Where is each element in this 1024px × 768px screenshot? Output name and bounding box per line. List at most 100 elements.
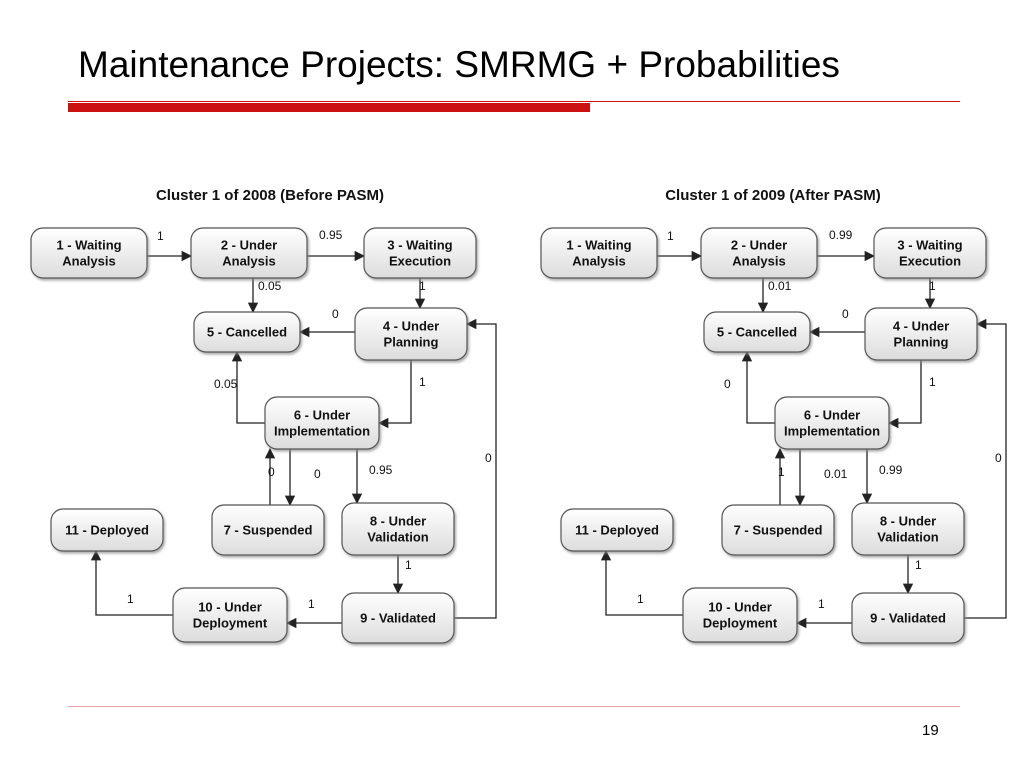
transition-probability-label: 1 [778,465,785,479]
transition-probability-label: 0.05 [214,377,238,391]
transition-arrow-n4-to-n6 [887,360,922,429]
transition-probability-label: 0.95 [369,463,393,477]
transition-probability-label: 1 [419,375,426,389]
state-node-11: 11 - Deployed [560,508,674,552]
transition-probability-label: 1 [405,558,412,572]
state-label: 9 - Validated [870,611,946,626]
state-label: 8 - Under [880,514,936,529]
transition-probability-label: 0.99 [879,463,903,477]
state-label: 2 - Under [731,238,787,253]
transition-probability-label: 0 [485,451,492,465]
state-label: Deployment [193,616,268,631]
title-underline-accent [68,103,590,112]
state-box [341,502,455,556]
state-node-7: 7 - Suspended [211,504,325,556]
transition-probability-label: 0 [724,377,731,391]
state-label: 2 - Under [221,238,277,253]
state-box [774,396,890,450]
state-label: 9 - Validated [360,611,436,626]
state-label: 11 - Deployed [65,523,149,538]
state-label: 5 - Cancelled [207,325,287,340]
transition-probability-label: 1 [308,597,315,611]
state-box [363,227,477,279]
state-box [682,587,798,643]
transition-probability-label: 0 [332,307,339,321]
footer-rule [68,706,960,707]
state-box [50,508,164,552]
state-label: 11 - Deployed [575,523,659,538]
transition-probability-label: 0 [995,451,1002,465]
state-label: 10 - Under [198,600,262,615]
state-node-5: 5 - Cancelled [703,311,811,353]
state-label: Validation [367,530,428,545]
transition-arrow-n10-to-n11 [600,549,683,616]
transition-probability-label: 0.95 [319,228,343,242]
state-label: 7 - Suspended [734,523,823,538]
slide-title: Maintenance Projects: SMRMG + Probabilit… [78,44,840,85]
state-node-9: 9 - Validated [851,592,965,644]
state-label: Execution [899,254,961,269]
state-label: Analysis [732,254,785,269]
transition-probability-label: 1 [667,229,674,243]
state-label: Implementation [784,424,880,439]
transition-probability-label: 0.05 [258,279,282,293]
transition-arrow-n4-to-n6 [377,360,412,429]
transition-probability-label: 1 [929,375,936,389]
state-box [703,311,811,353]
transition-arrow-n6-to-n5 [741,350,775,424]
state-label: 6 - Under [804,408,860,423]
state-node-11: 11 - Deployed [50,508,164,552]
transition-probability-label: 1 [915,558,922,572]
state-box [864,307,978,361]
diagram-1: Cluster 1 of 2008 (Before PASM) 1 0.95 0.05… [30,187,497,644]
state-label: 1 - Waiting [56,238,121,253]
transition-probability-label: 1 [637,592,644,606]
state-box [172,587,288,643]
transition-probability-label: 1 [127,592,134,606]
state-box [190,227,308,279]
state-label: 6 - Under [294,408,350,423]
state-box [851,592,965,644]
state-label: Execution [389,254,451,269]
state-node-9: 9 - Validated [341,592,455,644]
transition-probability-label: 1 [419,279,426,293]
transition-probability-label: 1 [157,229,164,243]
state-label: Analysis [572,254,625,269]
title-underline-thin [68,101,960,102]
diagram-1-title: Cluster 1 of 2008 (Before PASM) [156,187,384,204]
state-label: 5 - Cancelled [717,325,797,340]
state-box [540,227,658,279]
state-box [721,504,835,556]
state-label: 1 - Waiting [566,238,631,253]
transition-probability-label: 0 [268,465,275,479]
state-label: 4 - Under [383,319,439,334]
state-box [193,311,301,353]
state-box [873,227,987,279]
transition-arrow-n9-to-n4 [454,318,497,619]
page-number: 19 [922,722,939,739]
state-box [354,307,468,361]
state-label: 10 - Under [708,600,772,615]
diagram-2-title: Cluster 1 of 2009 (After PASM) [665,187,881,204]
state-box [341,592,455,644]
state-box [700,227,818,279]
state-label: Planning [894,335,949,350]
transition-arrow-n6-to-n5 [231,350,265,424]
state-label: 8 - Under [370,514,426,529]
